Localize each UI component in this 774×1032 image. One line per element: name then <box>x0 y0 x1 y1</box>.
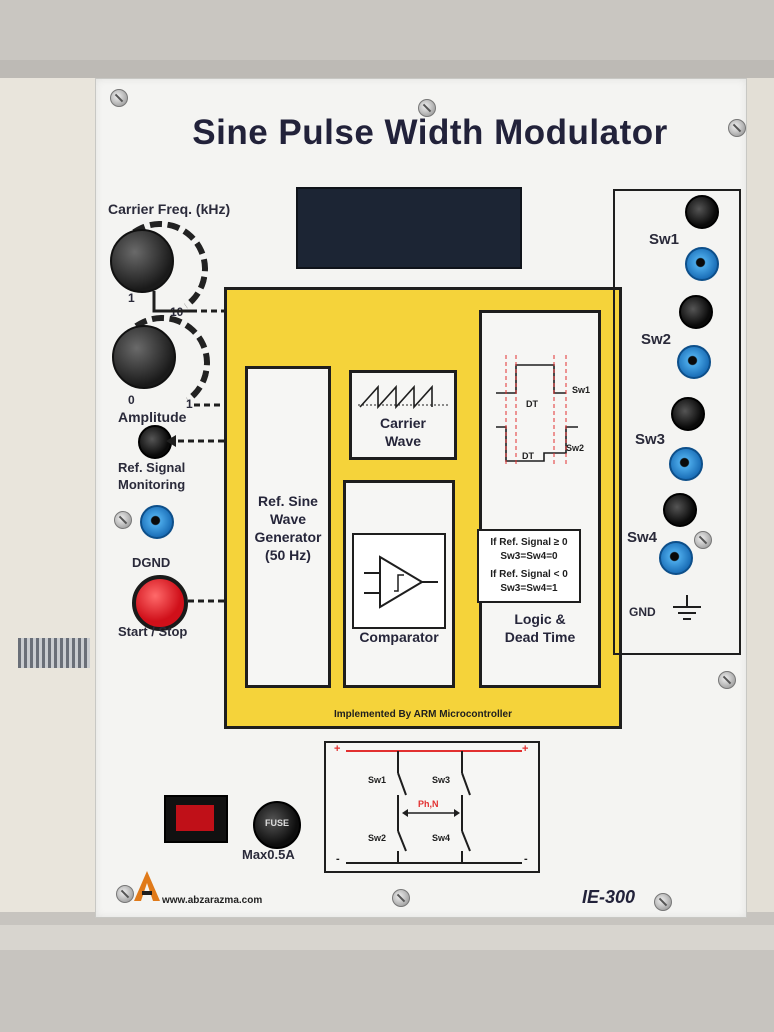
screw <box>728 119 746 137</box>
sw2-signal-jack[interactable] <box>679 295 713 329</box>
sw1-trace-label: Sw1 <box>572 385 591 395</box>
arm-microcontroller-region: Ref. Sine Wave Generator (50 Hz) Carrier… <box>224 287 622 729</box>
rule-2a: If Ref. Signal < 0 <box>490 569 568 580</box>
rule-2b: Sw3=Sw4=1 <box>500 583 558 594</box>
ground-icon <box>673 595 701 620</box>
power-switch[interactable] <box>164 795 228 843</box>
sw1-ground-jack[interactable] <box>685 247 719 281</box>
carrier-min-label: 1 <box>128 291 135 305</box>
bridge-sw4: Sw4 <box>432 833 451 843</box>
bridge-sw3: Sw3 <box>432 775 451 785</box>
screw <box>654 893 672 911</box>
ref-signal-label: Ref. Signal <box>118 460 186 475</box>
ref-sine-line: Wave <box>269 511 307 527</box>
air-vent <box>18 638 90 668</box>
dead-time-waveform <box>496 355 578 467</box>
bridge-minus-left: - <box>336 853 340 865</box>
frame-rail <box>0 925 774 950</box>
monitoring-label: Monitoring <box>118 477 186 492</box>
logic-line: Logic & <box>514 611 566 627</box>
amplitude-label: Amplitude <box>118 409 187 425</box>
carrier-wave-line: Carrier <box>380 415 426 431</box>
sw4-ground-jack[interactable] <box>659 541 693 575</box>
bridge-minus-right: - <box>524 853 528 865</box>
h-bridge-diagram: + + - - Sw1 Sw3 Sw2 Sw4 Ph,N <box>324 741 540 873</box>
sw2-ground-jack[interactable] <box>677 345 711 379</box>
sw4-signal-jack[interactable] <box>663 493 697 527</box>
model-number: IE-300 <box>582 887 636 907</box>
bridge-phase-label: Ph,N <box>418 799 439 809</box>
carrier-freq-knob[interactable] <box>110 229 174 293</box>
output-terminal-box: Sw1 Sw2 Sw3 Sw4 GND <box>613 189 741 655</box>
ref-sine-line: (50 Hz) <box>265 547 311 563</box>
fuse-rating-label: Max0.5A <box>242 847 295 862</box>
abzarazma-logo-icon <box>134 871 160 901</box>
logic-dead-time-block: DT DT Sw1 Sw2 If Ref. Signal ≥ 0 Sw3=Sw4… <box>477 310 601 688</box>
op-amp-icon <box>364 555 438 609</box>
screw <box>116 885 134 903</box>
website-label: www.abzarazma.com <box>162 895 263 906</box>
rule-1a: If Ref. Signal ≥ 0 <box>490 537 568 548</box>
sw2-label: Sw2 <box>641 331 672 348</box>
bridge-sw1: Sw1 <box>368 775 387 785</box>
screw <box>392 889 410 907</box>
dt-label-top: DT <box>526 399 538 409</box>
sawtooth-icon <box>358 384 448 410</box>
ref-sine-line: Ref. Sine <box>258 493 318 509</box>
sw3-signal-jack[interactable] <box>671 397 705 431</box>
shelf-top <box>0 0 774 70</box>
screw <box>418 99 436 117</box>
carrier-freq-label: Carrier Freq. (kHz) <box>108 201 231 217</box>
sw4-label: Sw4 <box>627 529 658 546</box>
logic-line: Dead Time <box>504 629 576 645</box>
screw <box>694 531 712 549</box>
dt-label-bottom: DT <box>522 451 534 461</box>
lcd-display <box>296 187 522 269</box>
panel-title: Sine Pulse Width Modulator <box>192 113 668 152</box>
start-stop-button[interactable] <box>132 575 188 631</box>
implemented-by-label: Implemented By ARM Microcontroller <box>334 709 512 720</box>
comparator-label: Comparator <box>359 629 439 645</box>
amplitude-min-label: 0 <box>128 393 135 407</box>
trainer-panel: Sine Pulse Width Modulator Carrier Freq.… <box>95 78 747 918</box>
fuse-text: FUSE <box>264 818 289 828</box>
gnd-label: GND <box>629 605 656 619</box>
dgnd-jack[interactable] <box>140 505 174 539</box>
carrier-wave-block: Carrier Wave <box>349 370 457 460</box>
switching-rule-box: If Ref. Signal ≥ 0 Sw3=Sw4=0 If Ref. Sig… <box>477 529 581 603</box>
rule-1b: Sw3=Sw4=0 <box>500 551 558 562</box>
wall-left <box>0 78 95 928</box>
sw3-label: Sw3 <box>635 431 666 448</box>
screw <box>110 89 128 107</box>
power-switch-rocker <box>176 805 214 831</box>
bridge-plus-left: + <box>334 743 341 755</box>
ref-sine-generator-block: Ref. Sine Wave Generator (50 Hz) <box>245 366 331 688</box>
bridge-sw2: Sw2 <box>368 833 387 843</box>
fuse-holder[interactable]: FUSE <box>253 801 301 849</box>
screw <box>718 671 736 689</box>
carrier-wave-line: Wave <box>384 433 422 449</box>
amplitude-max-label: 1 <box>186 397 193 411</box>
dgnd-label: DGND <box>132 555 171 570</box>
comparator-block: Comparator <box>343 480 455 688</box>
sw1-signal-jack[interactable] <box>685 195 719 229</box>
comparator-symbol-box <box>352 533 446 629</box>
sw1-label: Sw1 <box>649 231 680 248</box>
h-bridge-schematic <box>346 750 522 864</box>
ref-sine-line: Generator <box>254 529 322 545</box>
amplitude-knob[interactable] <box>112 325 176 389</box>
sw3-ground-jack[interactable] <box>669 447 703 481</box>
frame-bar-top <box>0 60 774 78</box>
screw <box>114 511 132 529</box>
start-stop-label: Start / Stop <box>118 624 188 639</box>
bridge-plus-right: + <box>522 743 529 755</box>
sw2-trace-label: Sw2 <box>566 443 585 453</box>
